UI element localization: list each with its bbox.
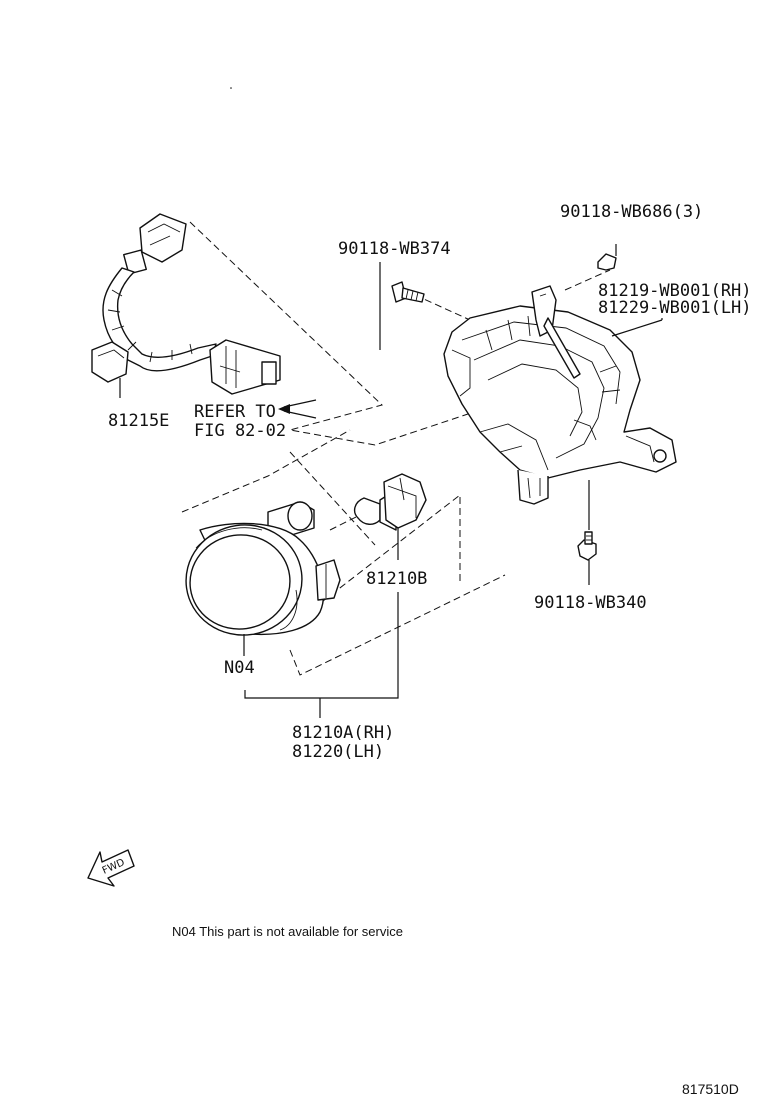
figure-code: 817510D (682, 1081, 739, 1097)
footnote: N04 This part is not available for servi… (172, 924, 403, 939)
forward-arrow-icon: FWD (87, 849, 135, 887)
bolt-90118-wb686 (597, 244, 617, 271)
fog-lamp-bulb (353, 473, 427, 560)
callout-bracket-rh: 81219-WB001(RH) (598, 281, 752, 301)
bolt-90118-wb340 (577, 480, 597, 585)
speck (230, 87, 232, 89)
callout-lamp-rh: 81210A(RH) (292, 723, 394, 743)
callout-harness-81215e: 81215E (108, 411, 169, 431)
harness-top-connector (123, 213, 187, 275)
fog-lamp-bracket (443, 285, 677, 505)
callout-n04: N04 (224, 658, 255, 678)
assembly-guide-lines (181, 221, 611, 676)
wire-harness-81215e (91, 213, 281, 398)
harness-side-connector (91, 341, 129, 383)
harness-right-connector (209, 339, 281, 395)
bolt-90118-wb374 (391, 281, 425, 303)
callout-bolt-90118-wb340: 90118-WB340 (534, 593, 647, 613)
callout-bolt-90118-wb374: 90118-WB374 (338, 239, 451, 259)
callout-bracket-lh: 81229-WB001(LH) (598, 298, 752, 318)
refer-fig-text: FIG 82-02 (194, 421, 286, 441)
callout-lamp-lh: 81220(LH) (292, 742, 384, 762)
refer-to-text: REFER TO (194, 402, 276, 422)
fog-lamp-unit (185, 501, 341, 656)
callout-bolt-90118-wb686: 90118-WB686(3) (560, 202, 703, 222)
leader-lines (244, 262, 663, 718)
callout-bulb-81210b: 81210B (366, 569, 427, 589)
